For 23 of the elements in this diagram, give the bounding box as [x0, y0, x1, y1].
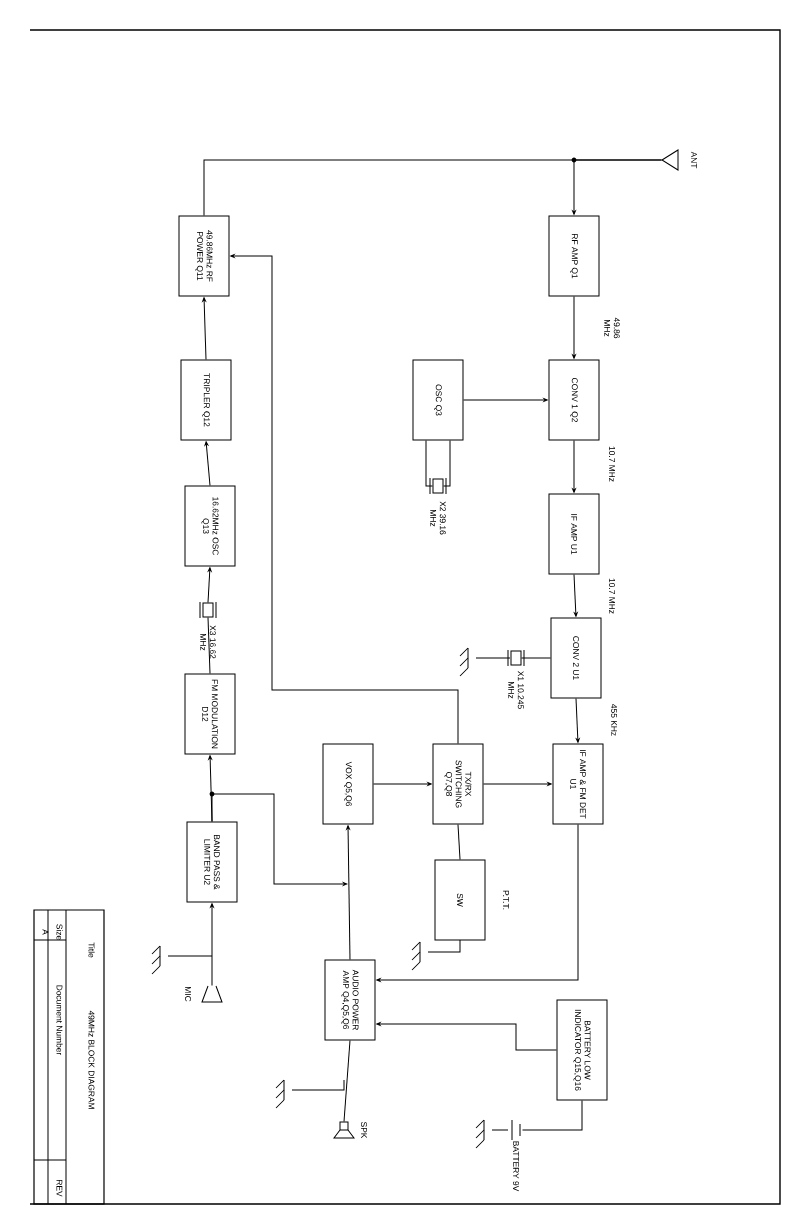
- arrow: [210, 903, 214, 986]
- arrow: [575, 698, 580, 743]
- arrow: [204, 441, 211, 486]
- arrow: [373, 782, 432, 786]
- connector-line: [521, 657, 551, 659]
- arrow: [202, 297, 207, 360]
- arrow: [572, 296, 576, 359]
- connector-line: [457, 824, 461, 860]
- connector-line: [203, 159, 662, 216]
- connector-line: [207, 617, 211, 674]
- connector-line: [425, 440, 451, 487]
- arrow: [483, 782, 552, 786]
- arrow: [346, 825, 351, 960]
- connector-line: [522, 1100, 583, 1131]
- arrow: [463, 398, 548, 402]
- arrow: [230, 254, 459, 744]
- arrow: [573, 574, 578, 617]
- connector-line: [343, 1040, 351, 1122]
- arrow: [207, 567, 212, 603]
- arrow: [376, 824, 579, 982]
- arrow: [211, 793, 348, 886]
- arrow: [376, 1022, 557, 1051]
- arrow: [572, 440, 576, 493]
